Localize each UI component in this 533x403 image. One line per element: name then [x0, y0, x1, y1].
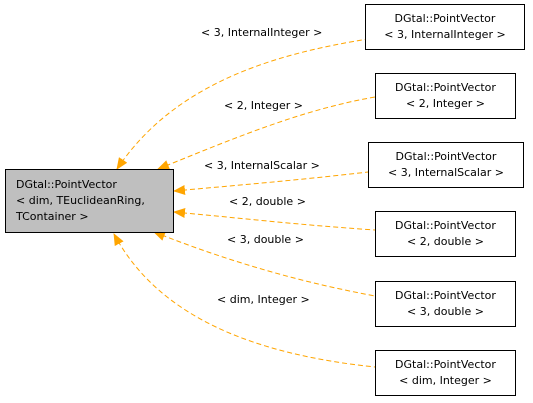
derived-node-2-double[interactable]: DGtal::PointVector < 2, double >	[375, 211, 516, 257]
node-template-args: < 2, Integer >	[406, 97, 485, 110]
node-template-args: < 3, InternalScalar >	[388, 166, 504, 179]
edge-label: < 3, InternalScalar >	[204, 159, 320, 172]
node-class-name: DGtal::PointVector	[394, 12, 496, 25]
derived-node-3-double[interactable]: DGtal::PointVector < 3, double >	[375, 281, 516, 327]
edge-label: < 2, double >	[229, 195, 306, 208]
base-class-name: DGtal::PointVector	[16, 178, 117, 191]
node-class-name: DGtal::PointVector	[395, 358, 496, 371]
edge-label: < 3, InternalInteger >	[201, 26, 323, 39]
edge-5	[113, 233, 376, 368]
edge-3	[173, 208, 376, 231]
edge-0	[116, 37, 376, 170]
edge-label: < 3, double >	[227, 233, 304, 246]
edge-label: < dim, Integer >	[217, 293, 310, 306]
node-class-name: DGtal::PointVector	[395, 289, 496, 302]
derived-node-dim-integer[interactable]: DGtal::PointVector < dim, Integer >	[375, 350, 516, 396]
edge-2	[173, 171, 369, 195]
node-template-args: < 3, double >	[407, 305, 484, 318]
derived-node-3-internal-scalar[interactable]: DGtal::PointVector < 3, InternalScalar >	[368, 142, 524, 188]
derived-node-2-integer[interactable]: DGtal::PointVector < 2, Integer >	[375, 73, 516, 119]
node-template-args: < 3, InternalInteger >	[384, 28, 506, 41]
derived-node-3-internal-integer[interactable]: DGtal::PointVector < 3, InternalInteger …	[365, 4, 525, 50]
base-class-node[interactable]: DGtal::PointVector < dim, TEuclideanRing…	[5, 169, 174, 233]
edge-1	[157, 96, 376, 170]
node-template-args: < dim, Integer >	[399, 374, 492, 387]
node-class-name: DGtal::PointVector	[395, 81, 496, 94]
base-class-params-line2: TContainer >	[16, 210, 89, 223]
node-class-name: DGtal::PointVector	[395, 219, 496, 232]
base-class-params-line1: < dim, TEuclideanRing,	[16, 194, 145, 207]
node-class-name: DGtal::PointVector	[395, 150, 497, 163]
edge-4	[153, 231, 376, 297]
edge-label: < 2, Integer >	[224, 99, 303, 112]
node-template-args: < 2, double >	[407, 235, 484, 248]
